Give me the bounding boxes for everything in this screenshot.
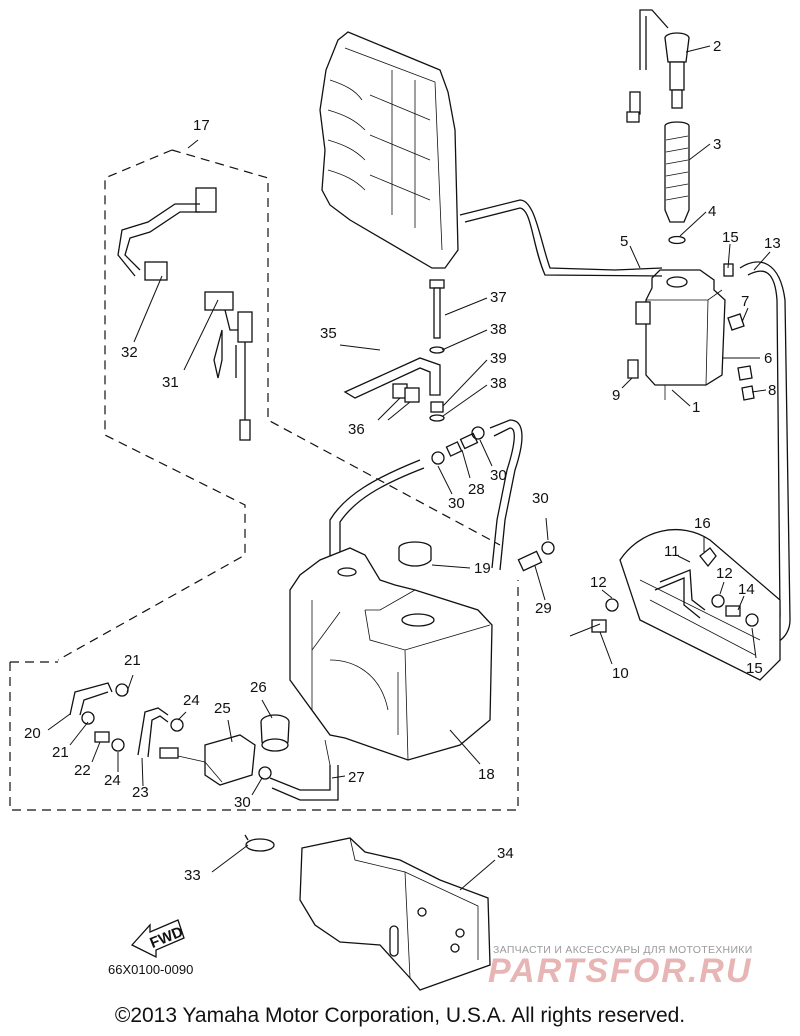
callout-labels: 2 3 4 5 15 13 7 6 8 9 1 16 11 12 12 14 1…: [24, 38, 781, 884]
callout-4: 4: [708, 203, 716, 220]
joint-10: [591, 619, 607, 633]
callout-24-left: 24: [104, 772, 121, 789]
clip-21-bottom: [81, 711, 95, 725]
callout-11: 11: [664, 543, 680, 560]
union-14: [725, 605, 741, 617]
callout-27: 27: [348, 769, 365, 786]
washer-38-upper: [429, 346, 445, 354]
callout-37: 37: [490, 289, 507, 306]
assembly-boundary-17: [57, 149, 501, 661]
clip-21-top: [115, 683, 129, 697]
leader-lines: [47, 45, 771, 891]
callout-30-bottom: 30: [234, 794, 251, 811]
oil-pump: [159, 734, 256, 786]
watermark-brand: PARTSFOR.RU: [488, 952, 753, 990]
callout-35: 35: [320, 325, 337, 342]
callout-29: 29: [535, 600, 552, 617]
clip-33: [244, 834, 275, 852]
callout-5: 5: [620, 233, 628, 250]
clip-12-left: [605, 598, 619, 612]
callout-1: 1: [692, 399, 700, 416]
joint-22: [94, 731, 110, 743]
hose-group-28-29: [329, 419, 543, 572]
bolt-37: [429, 279, 445, 339]
washer-38-lower: [429, 414, 445, 422]
main-oil-tank: [289, 547, 493, 761]
assembly-boundary-main: [9, 580, 519, 811]
callout-39: 39: [490, 350, 507, 367]
tank-cap: [398, 541, 432, 567]
washer-4: [668, 235, 686, 245]
tank-bracket: [299, 837, 491, 991]
callout-2: 2: [713, 38, 721, 55]
callout-21-bottom: 21: [52, 744, 69, 761]
hose-20: [69, 682, 113, 716]
sensor-harness: [117, 187, 253, 441]
grommet-6: [737, 365, 753, 381]
diagram-code: 66X0100-0090: [108, 962, 194, 977]
hose-23: [137, 707, 169, 756]
callout-10: 10: [612, 665, 629, 682]
callout-18: 18: [478, 766, 495, 783]
callout-23: 23: [132, 784, 149, 801]
callout-14: 14: [738, 581, 755, 598]
bracket-35: [343, 357, 441, 403]
fwd-label: FWD: [148, 923, 186, 952]
bolt-9: [627, 359, 639, 379]
copyright-notice: ©2013 Yamaha Motor Corporation, U.S.A. A…: [114, 1004, 686, 1027]
callout-22: 22: [74, 762, 91, 779]
clip-24-right: [170, 718, 184, 732]
callout-38-lower: 38: [490, 375, 507, 392]
callout-24-right: 24: [183, 692, 200, 709]
callout-16: 16: [694, 515, 711, 532]
clip-16: [699, 547, 717, 568]
callout-25: 25: [214, 700, 231, 717]
clip-15-bottom: [745, 613, 759, 627]
callout-30-left: 30: [448, 495, 465, 512]
callout-12-right: 12: [716, 565, 733, 582]
callout-34: 34: [497, 845, 514, 862]
clip-12-right: [711, 594, 725, 608]
callout-31: 31: [162, 374, 179, 391]
hose-5: [459, 199, 663, 271]
sub-oil-tank: [635, 269, 726, 400]
engine-cover: [319, 31, 459, 269]
callout-28: 28: [468, 481, 485, 498]
callout-17: 17: [193, 117, 210, 134]
engine-block-right: [619, 528, 781, 681]
oil-level-sensor: [626, 9, 690, 123]
callout-20: 20: [24, 725, 41, 742]
callout-30-right: 30: [532, 490, 549, 507]
callout-15-top: 15: [722, 229, 739, 246]
callout-33: 33: [184, 867, 201, 884]
callout-13: 13: [764, 235, 781, 252]
filler-cap-26: [260, 714, 290, 752]
callout-32: 32: [121, 344, 138, 361]
callout-3: 3: [713, 136, 721, 153]
hose-27: [269, 765, 331, 791]
hose-11: [659, 569, 706, 611]
callout-8: 8: [768, 382, 776, 399]
callout-15-bottom: 15: [746, 660, 763, 677]
callout-21-top: 21: [124, 652, 141, 669]
callout-36: 36: [348, 421, 365, 438]
callout-9: 9: [612, 387, 620, 404]
callout-19: 19: [474, 560, 491, 577]
oil-strainer: [664, 121, 690, 223]
watermark-tagline: ЗАПЧАСТИ И АКСЕССУАРЫ ДЛЯ МОТОТЕХНИКИ: [493, 944, 753, 956]
clip-24-left: [111, 738, 125, 752]
callout-12-left: 12: [590, 574, 607, 591]
clips-30: [258, 426, 555, 780]
callout-6: 6: [764, 350, 772, 367]
nut-39: [430, 401, 444, 413]
bolt-7: [727, 313, 745, 331]
callout-30-mid: 30: [490, 467, 507, 484]
callout-7: 7: [741, 293, 749, 310]
callout-38-upper: 38: [490, 321, 507, 338]
bolt-8: [741, 385, 755, 401]
callout-26: 26: [250, 679, 267, 696]
fwd-arrow-icon: FWD: [130, 919, 186, 959]
